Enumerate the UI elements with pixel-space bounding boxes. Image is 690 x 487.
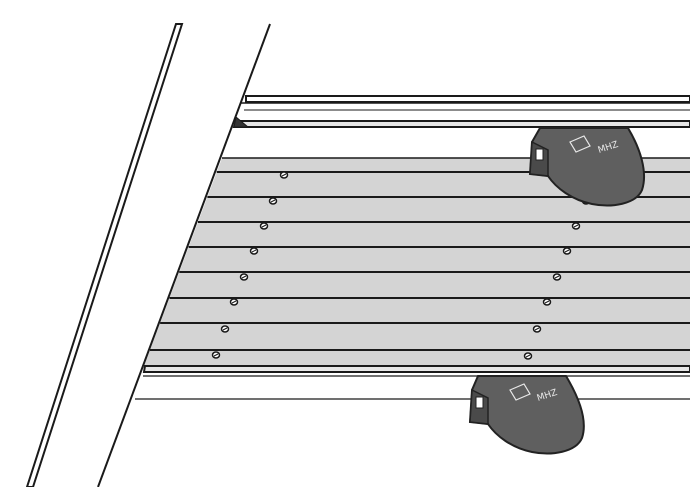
screw-icon (279, 171, 289, 179)
screw-icon (211, 351, 221, 359)
screw-icon (239, 273, 249, 281)
screw-icon (229, 298, 239, 306)
screw-icon (552, 273, 562, 281)
mounting-clip-icon: MHZ (468, 375, 585, 455)
bottom-rail-profile (135, 365, 690, 400)
screw-icon (259, 222, 269, 230)
screw-icon (571, 222, 581, 230)
screw-icon (532, 325, 542, 333)
screw-icon (268, 197, 278, 205)
top-rail-profile (232, 95, 690, 128)
slat-backing (144, 158, 690, 366)
left-frame-profile (25, 23, 271, 487)
screw-icon (249, 247, 259, 255)
screw-icon (523, 352, 533, 360)
screw-icon (542, 298, 552, 306)
mounting-clip-icon: MHZ (528, 127, 646, 207)
screw-icon (562, 247, 572, 255)
screw-icon (220, 325, 230, 333)
